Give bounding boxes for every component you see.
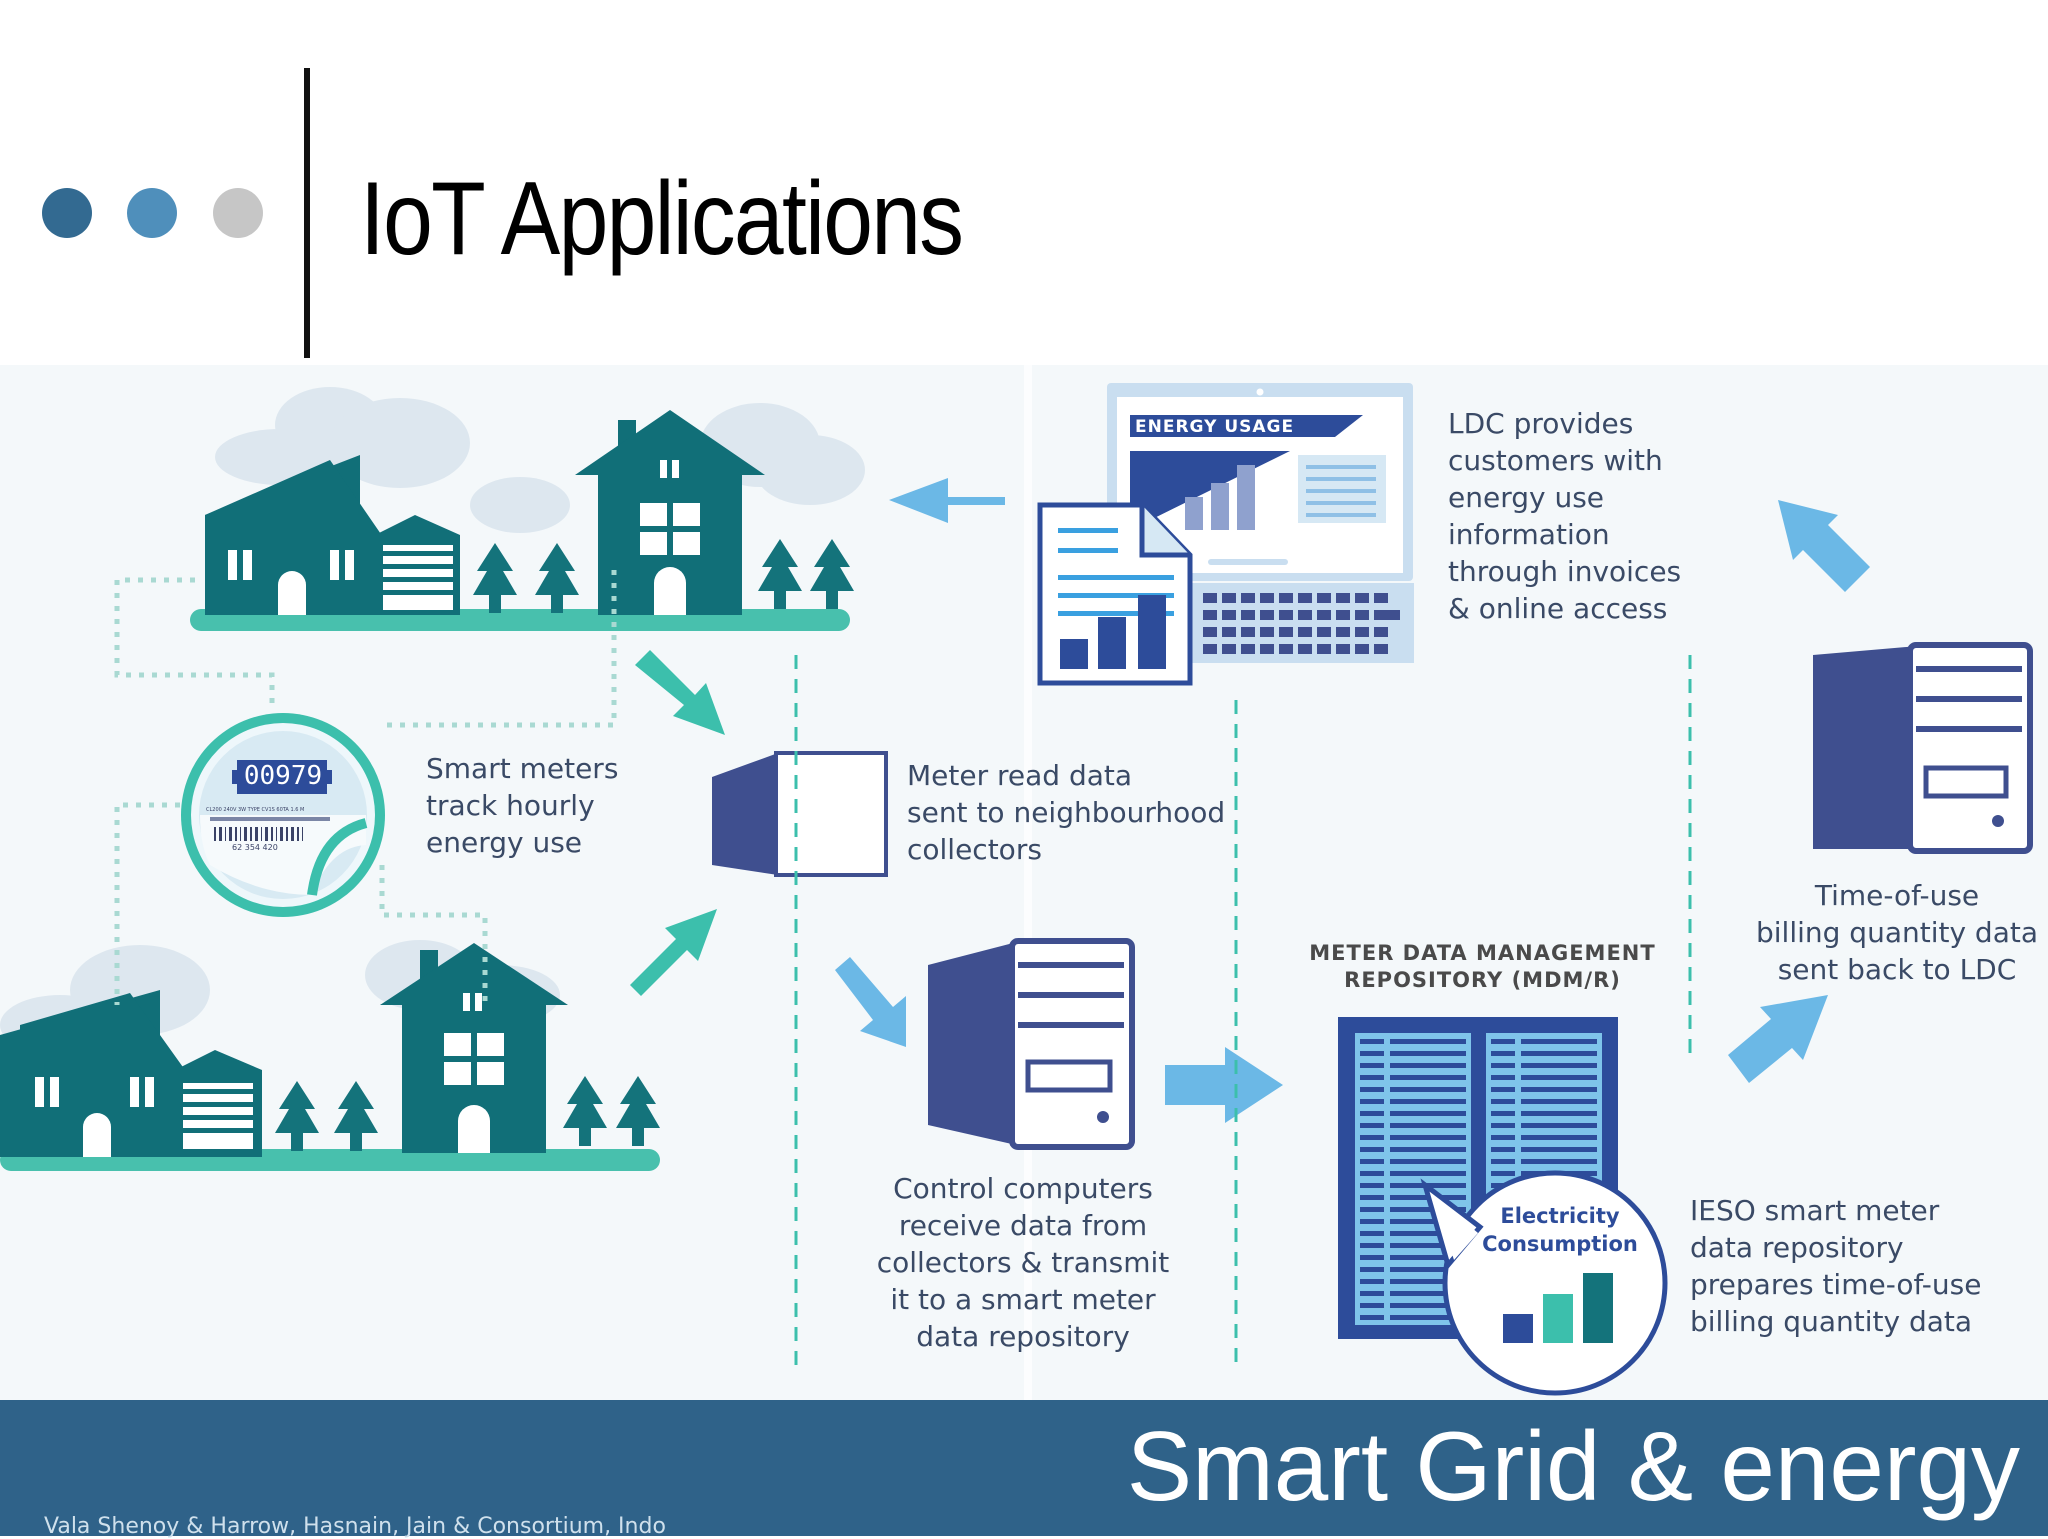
slide-title: IoT Applications bbox=[360, 161, 964, 277]
connector-lines bbox=[114, 570, 617, 1005]
footer-credit: Vala Shenoy & Harrow, Hasnain, Jain & Co… bbox=[44, 1514, 666, 1539]
smart-grid-infographic: ENERGY USAGE 00979 CL200 240V 3W TYPE CV… bbox=[0, 365, 2048, 1400]
house-icon bbox=[0, 943, 660, 1171]
smart-meter-icon bbox=[181, 713, 385, 917]
footer-title: Smart Grid & energy bbox=[1126, 1411, 2020, 1521]
house-icon bbox=[190, 410, 854, 631]
note-smart-meters: Smart meters track hourly energy use bbox=[426, 752, 619, 859]
consumption-bubble bbox=[1420, 1170, 1668, 1396]
title-divider bbox=[304, 68, 310, 358]
title-bar bbox=[0, 0, 2048, 365]
server-icon bbox=[928, 938, 1135, 1150]
note-time-of-use: Time-of-use billing quantity data sent b… bbox=[1755, 879, 2038, 986]
meter-serial: 62 354 420 bbox=[232, 843, 278, 852]
note-ieso: IESO smart meter data repository prepare… bbox=[1690, 1194, 1982, 1338]
dashed-guides bbox=[794, 655, 1692, 1365]
footer-band bbox=[0, 1400, 2048, 1536]
collector-icon bbox=[712, 751, 888, 877]
decor-dot-1 bbox=[42, 188, 92, 238]
decor-dot-2 bbox=[127, 188, 177, 238]
decor-dot-3 bbox=[213, 188, 263, 238]
server-icon bbox=[1813, 642, 2033, 854]
meter-reading: 00979 bbox=[243, 761, 323, 791]
arrow-icon bbox=[835, 478, 1870, 1123]
bubble-label: Electricity Consumption bbox=[1482, 1204, 1638, 1256]
laptop-icon bbox=[1107, 383, 1414, 663]
screen-label: ENERGY USAGE bbox=[1135, 417, 1295, 437]
note-meter-read: Meter read data sent to neighbourhood co… bbox=[907, 759, 1226, 866]
note-ldc: LDC provides customers with energy use i… bbox=[1448, 407, 1682, 625]
meter-fine-print: CL200 240V 3W TYPE CV1S 60TA 1.6 M bbox=[206, 807, 305, 813]
invoice-icon bbox=[1037, 502, 1193, 686]
note-control-computers: Control computers receive data from coll… bbox=[876, 1172, 1170, 1353]
arrow-icon bbox=[630, 650, 725, 996]
mdm-heading: METER DATA MANAGEMENT REPOSITORY (MDM/R) bbox=[1309, 941, 1656, 992]
